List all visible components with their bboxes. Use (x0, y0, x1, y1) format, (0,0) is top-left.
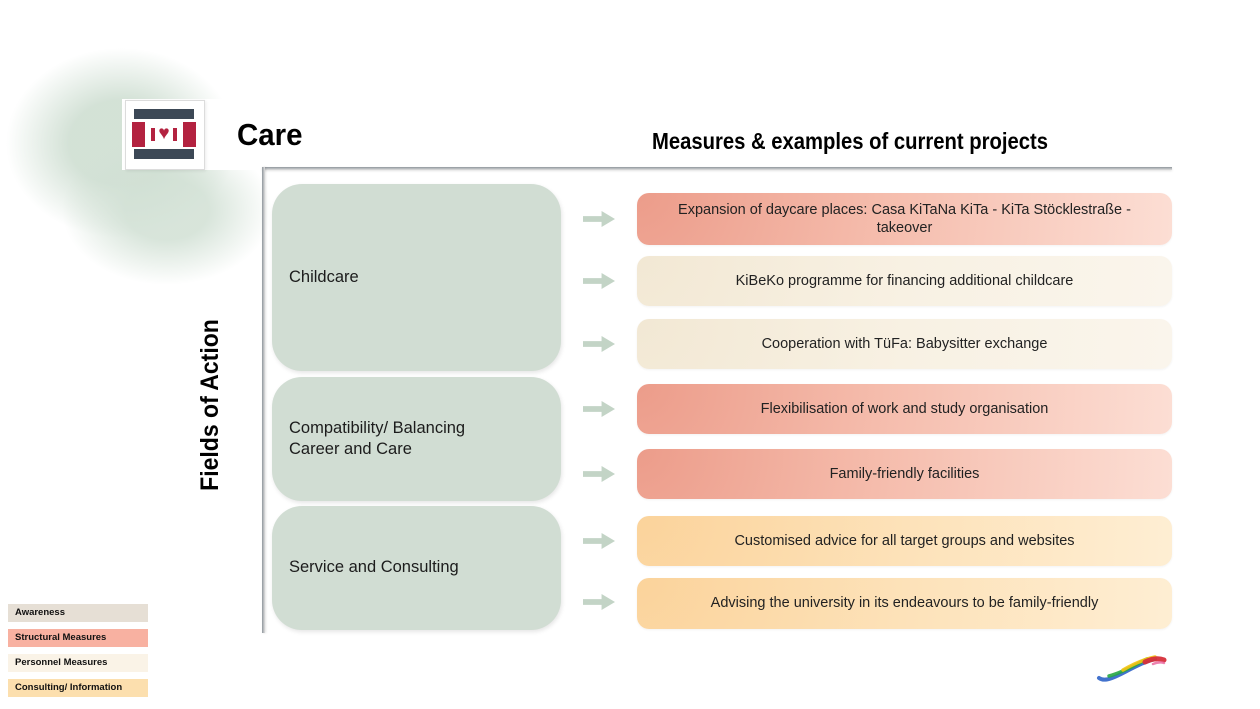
title-band (122, 99, 802, 170)
arrow-right-icon (583, 211, 615, 227)
measure-box: KiBeKo programme for financing additiona… (637, 256, 1172, 306)
measures-header: Measures & examples of current projects (520, 128, 1180, 155)
legend-item-consulting-information: Consulting/ Information (8, 679, 148, 697)
arrow-right-icon (583, 336, 615, 352)
arrow-right-icon (583, 533, 615, 549)
measure-box: Flexibilisation of work and study organi… (637, 384, 1172, 434)
logo-right-red-bar (183, 122, 196, 147)
family-care-logo: ♥ (125, 100, 205, 170)
logo-left-tick (151, 128, 155, 141)
header-divider-line (262, 167, 1172, 170)
measure-box: Advising the university in its endeavour… (637, 578, 1172, 629)
measure-box: Family-friendly facilities (637, 449, 1172, 499)
field-box-service-consulting: Service and Consulting (272, 506, 561, 630)
legend-item-structural-measures: Structural Measures (8, 629, 148, 647)
fields-divider-line (262, 167, 265, 633)
page-title: Care (237, 117, 303, 152)
arrow-right-icon (583, 594, 615, 610)
measures-header-text: Measures & examples of current projects (652, 128, 1048, 154)
field-label: Compatibility/ Balancing Career and Care (289, 418, 466, 458)
legend-item-personnel-measures: Personnel Measures (8, 654, 148, 672)
fields-of-action-label: Fields of Action (196, 319, 224, 491)
field-label: Childcare (289, 267, 359, 286)
measure-box: Expansion of daycare places: Casa KiTaNa… (637, 193, 1172, 245)
arrow-right-icon (583, 401, 615, 417)
logo-right-tick (173, 128, 177, 141)
field-box-childcare: Childcare (272, 184, 561, 371)
arrow-right-icon (583, 273, 615, 289)
measure-box: Customised advice for all target groups … (637, 516, 1172, 566)
rainbow-swoosh-logo (1097, 655, 1167, 682)
logo-top-bar (134, 109, 194, 119)
measure-box: Cooperation with TüFa: Babysitter exchan… (637, 319, 1172, 369)
arrow-right-icon (583, 466, 615, 482)
logo-bottom-bar (134, 149, 194, 159)
logo-left-red-bar (132, 122, 145, 147)
field-label: Service and Consulting (289, 558, 459, 577)
legend-item-awareness: Awareness (8, 604, 148, 622)
field-box-compatibility: Compatibility/ Balancing Career and Care (272, 377, 561, 501)
heart-icon: ♥ (158, 123, 170, 144)
